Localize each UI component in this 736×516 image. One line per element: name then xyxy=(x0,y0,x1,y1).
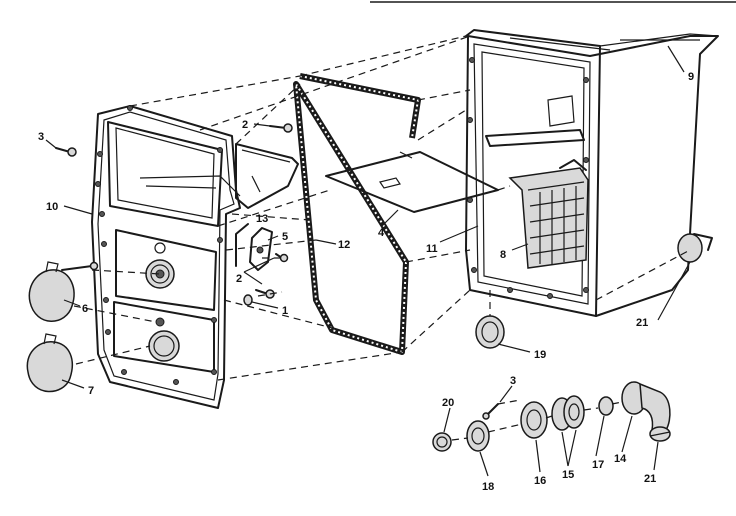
callout-4: 4 xyxy=(378,227,385,239)
callout-15: 15 xyxy=(562,469,574,481)
callout-3-bottom: 3 xyxy=(510,375,516,387)
callout-1: 1 xyxy=(282,305,288,317)
bracket-part-5 xyxy=(235,223,273,271)
callout-10: 10 xyxy=(46,201,58,213)
callout-9: 9 xyxy=(688,71,694,83)
callout-14: 14 xyxy=(614,453,627,465)
ring-part-19 xyxy=(475,315,505,349)
ring-part-16 xyxy=(520,401,548,439)
callout-21-top: 21 xyxy=(636,317,648,329)
callout-12: 12 xyxy=(338,239,350,251)
weir-flap-part-13 xyxy=(235,143,299,209)
callout-11: 11 xyxy=(426,243,438,255)
cap-part-7 xyxy=(26,333,74,393)
clamp-part-21-bottom xyxy=(649,426,671,442)
screw-part-2-lower xyxy=(255,253,289,299)
callout-8: 8 xyxy=(500,249,506,261)
callout-18: 18 xyxy=(482,481,494,493)
elbow-fitting-part-14 xyxy=(621,381,671,431)
callout-6: 6 xyxy=(82,303,88,315)
ring-part-20 xyxy=(432,432,452,452)
cap-part-6 xyxy=(28,261,75,322)
callout-7: 7 xyxy=(88,385,94,397)
clamp-part-21-top xyxy=(677,233,713,263)
alignment-lines xyxy=(73,35,691,441)
callout-labels: 1 2 2 3 3 4 5 6 7 8 9 10 11 12 13 14 15 … xyxy=(38,71,694,493)
callout-17: 17 xyxy=(592,459,604,471)
long-screw xyxy=(61,261,99,271)
screw-part-3-top xyxy=(55,147,77,157)
callout-13: 13 xyxy=(256,213,268,225)
lid-plate-part-4 xyxy=(325,151,499,213)
adapter-part-18 xyxy=(466,420,490,452)
skimmer-basket-part-8 xyxy=(508,159,589,269)
leader-lines xyxy=(45,45,691,477)
callout-5: 5 xyxy=(282,231,288,243)
face-plate-part-10 xyxy=(91,105,241,409)
callout-2-lower: 2 xyxy=(236,273,242,285)
callout-19: 19 xyxy=(534,349,546,361)
callout-3-top: 3 xyxy=(38,131,44,143)
callout-2-top: 2 xyxy=(242,119,248,131)
washer-part-1 xyxy=(243,294,253,306)
rings-part-15 xyxy=(551,395,585,431)
callout-20: 20 xyxy=(442,397,454,409)
skimmer-housing-part-9 xyxy=(465,29,719,317)
callout-16: 16 xyxy=(534,475,546,487)
o-ring-part-17 xyxy=(598,396,614,416)
screw-part-2-top xyxy=(269,123,293,133)
callout-21-bottom: 21 xyxy=(644,473,656,485)
screw-part-3-bottom xyxy=(482,403,499,420)
gasket-part-12 xyxy=(293,73,421,355)
